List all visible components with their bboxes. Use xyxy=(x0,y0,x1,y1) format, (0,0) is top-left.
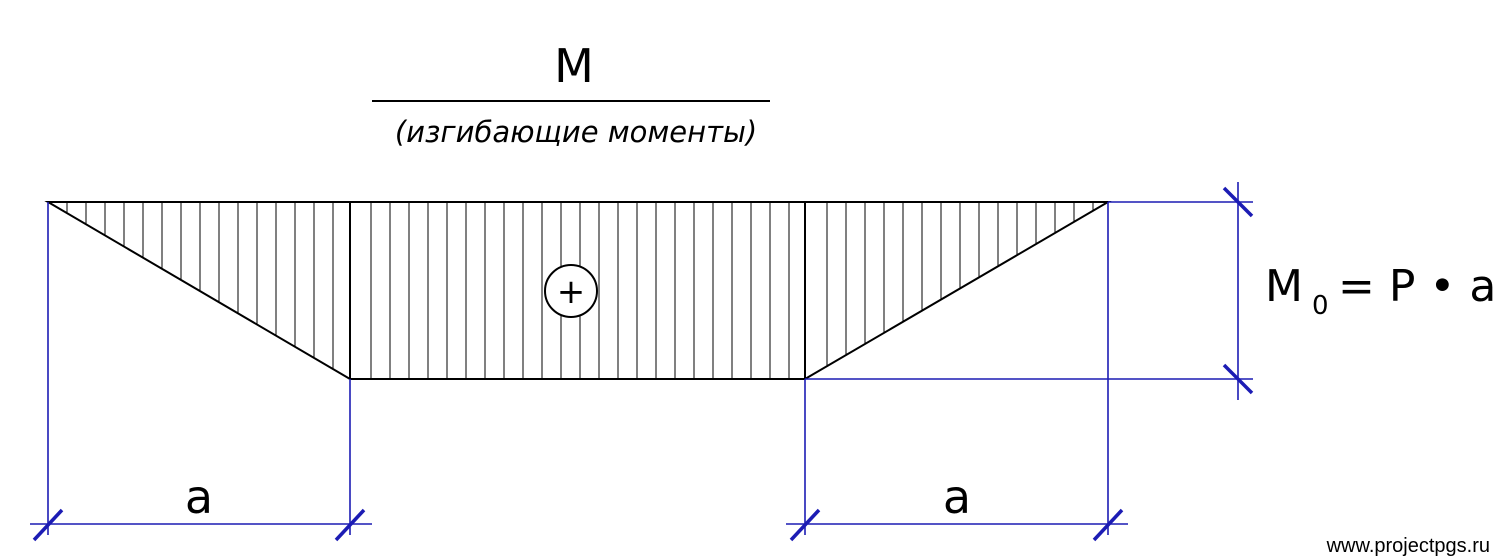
positive-sign: + xyxy=(557,272,586,312)
tick-mark xyxy=(32,508,64,542)
dimension-ticks xyxy=(32,186,1254,542)
tick-mark xyxy=(334,508,366,542)
tick-mark xyxy=(1092,508,1124,542)
formula-rhs: = P • a xyxy=(1338,261,1496,312)
formula-lhs: M xyxy=(1265,261,1303,312)
dimension-lines xyxy=(30,182,1253,535)
dimension-label-a-left: a xyxy=(185,470,213,524)
positive-sign-circle xyxy=(544,264,598,318)
watermark-text: www.projectpgs.ru xyxy=(1326,535,1490,557)
dimension-label-a-right: a xyxy=(943,470,971,524)
formula-subscript: 0 xyxy=(1312,291,1329,321)
moment-hatching xyxy=(66,202,1094,379)
diagram-subtitle: (изгибающие моменты) xyxy=(395,115,757,149)
tick-mark xyxy=(789,508,821,542)
tick-mark xyxy=(1222,186,1254,218)
diagram-title: M xyxy=(554,39,594,93)
tick-mark xyxy=(1222,363,1254,395)
